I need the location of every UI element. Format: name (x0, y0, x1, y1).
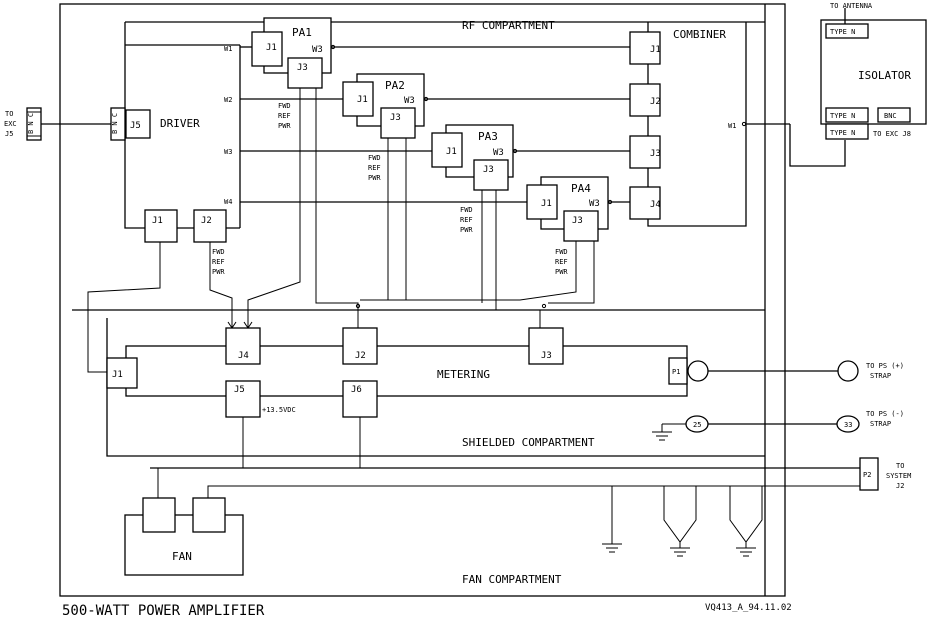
driver-j1-label: J1 (152, 216, 163, 226)
to-exc-j5-line3: J5 (5, 130, 13, 138)
metering-p1-label: P1 (672, 368, 680, 376)
ps-negative-strap (652, 415, 860, 441)
isolator-module (820, 8, 927, 140)
pa3-j3-label: J3 (483, 165, 494, 175)
pa1-pwr-label: PWR (278, 122, 291, 130)
pa2-j1-label: J1 (357, 95, 368, 105)
pa2-fwd-label: FWD (368, 154, 381, 162)
fan-label: FAN (172, 550, 192, 563)
driver-pwr-label: PWR (212, 268, 225, 276)
metering-j4-label: J4 (238, 351, 249, 361)
pa1-ref-label: REF (278, 112, 291, 120)
pa3-fwd-label: FWD (460, 206, 473, 214)
combiner-label: COMBINER (673, 28, 726, 41)
to-system-j2-line3: J2 (896, 482, 904, 490)
fan-compartment-label: FAN COMPARTMENT (462, 573, 562, 586)
to-exc-j5-line1: TO (5, 110, 13, 118)
rf-compartment-label: RF COMPARTMENT (462, 19, 555, 32)
pa2-label: PA2 (385, 79, 405, 92)
driver-w2-label: W2 (224, 96, 232, 104)
pa4-label: PA4 (571, 182, 591, 195)
pa1-j3-label: J3 (297, 63, 308, 73)
harness-wiring (87, 88, 595, 373)
system-p2-label: P2 (863, 471, 871, 479)
pa3-ref-label: REF (460, 216, 473, 224)
to-system-j2-line1: TO (896, 462, 904, 470)
pa2-j3-label: J3 (390, 113, 401, 123)
pa2-pwr-label: PWR (368, 174, 381, 182)
driver-fwd-label: FWD (212, 248, 225, 256)
bnc-label-left: B N C (27, 113, 35, 134)
to-ps-neg-line2: STRAP (870, 420, 891, 428)
driver-bnc-label: B N C (111, 113, 119, 134)
pa1-module (240, 17, 630, 89)
fan-module (124, 497, 244, 576)
metering-j6-label: J6 (351, 385, 362, 395)
isolator-top-typen: TYPE N (830, 28, 855, 36)
combiner-w1-label: W1 (728, 122, 736, 130)
combiner-j1-label: J1 (650, 45, 661, 55)
pa3-module (240, 124, 630, 191)
combiner-j3-label: J3 (650, 149, 661, 159)
to-exc-j5-line2: EXC (4, 120, 17, 128)
metering-j5-label: J5 (234, 385, 245, 395)
driver-w4-label: W4 (224, 198, 232, 206)
driver-w1-label: W1 (224, 45, 232, 53)
to-system-j2-line2: SYSTEM (886, 472, 911, 480)
pa4-w3-label: W3 (589, 199, 600, 209)
metering-label: METERING (437, 368, 490, 381)
drawing-number: VQ413_A_94.11.02 (705, 603, 792, 613)
pa1-label: PA1 (292, 26, 312, 39)
pa1-w3-label: W3 (312, 45, 323, 55)
pa3-j1-label: J1 (446, 147, 457, 157)
pa4-j1-label: J1 (541, 199, 552, 209)
shielded-compartment-label: SHIELDED COMPARTMENT (462, 436, 595, 449)
isolator-bottom-typen: TYPE N (830, 112, 855, 120)
to-ps-pos-line2: STRAP (870, 372, 891, 380)
driver-w3-label: W3 (224, 148, 232, 156)
to-antenna-label: TO ANTENNA (830, 2, 873, 10)
diagram-title: 500-WATT POWER AMPLIFIER (62, 603, 265, 619)
isolator-lower-typen: TYPE N (830, 129, 855, 137)
pa1-fwd-label: FWD (278, 102, 291, 110)
metering-j1-label: J1 (112, 370, 123, 380)
fan-wiring (157, 417, 879, 557)
combiner-j2-label: J2 (650, 97, 661, 107)
pa4-pwr-label: PWR (555, 268, 568, 276)
isolator-label: ISOLATOR (858, 69, 911, 82)
exciter-input (26, 107, 111, 141)
metering-j3-label: J3 (541, 351, 552, 361)
pa2-ref-label: REF (368, 164, 381, 172)
pa4-j3-label: J3 (572, 216, 583, 226)
to-exc-j8-label: TO EXC J8 (873, 130, 911, 138)
pa4-ref-label: REF (555, 258, 568, 266)
pa1-j1-label: J1 (266, 43, 277, 53)
strap-25-label: 25 (693, 421, 701, 429)
combiner-j4-label: J4 (650, 200, 661, 210)
to-ps-pos-line1: TO PS (+) (866, 362, 904, 370)
isolator-bnc-label: BNC (884, 112, 897, 120)
metering-module (106, 327, 859, 418)
pa3-w3-label: W3 (493, 148, 504, 158)
driver-j2-label: J2 (201, 216, 212, 226)
combiner-module (629, 22, 846, 227)
driver-ref-label: REF (212, 258, 225, 266)
to-ps-neg-line1: TO PS (-) (866, 410, 904, 418)
pa4-fwd-label: FWD (555, 248, 568, 256)
strap-33-label: 33 (844, 421, 852, 429)
driver-module (110, 44, 241, 243)
pa3-pwr-label: PWR (460, 226, 473, 234)
pa2-module (240, 73, 630, 139)
metering-j2-label: J2 (355, 351, 366, 361)
pa3-label: PA3 (478, 130, 498, 143)
driver-label: DRIVER (160, 117, 200, 130)
pa2-w3-label: W3 (404, 96, 415, 106)
supply-voltage-label: +13.5VDC (262, 406, 296, 414)
driver-j5-label: J5 (130, 121, 141, 131)
pa4-module (240, 176, 630, 242)
